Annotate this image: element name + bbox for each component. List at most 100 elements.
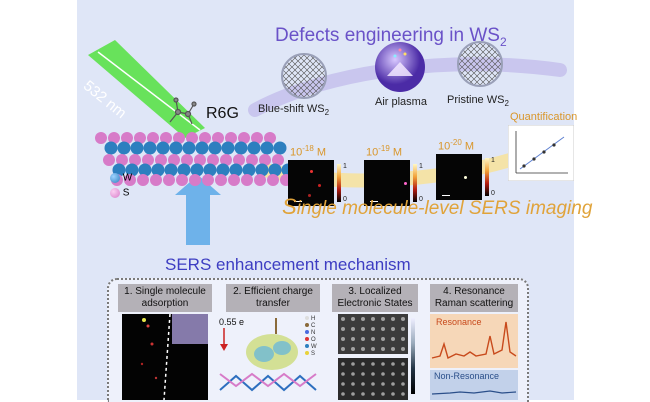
atom-spot xyxy=(361,347,365,351)
w-atom xyxy=(169,141,183,155)
heatmap-2-concentration: 10-19 M xyxy=(366,145,402,159)
heatmap-scale-bar xyxy=(294,201,302,202)
s-atom xyxy=(241,174,253,186)
w-atom xyxy=(268,163,282,177)
w-atom xyxy=(117,141,131,155)
element-legend-item: O xyxy=(305,337,317,344)
colorbar-min: 0 xyxy=(491,190,495,197)
atom-spot xyxy=(391,317,395,321)
atom-spot xyxy=(381,327,385,331)
non-resonance-label: Non-Resonance xyxy=(434,371,500,381)
resonance-label: Resonance xyxy=(436,317,482,327)
colorbar-max: 1 xyxy=(491,157,495,164)
w-atom xyxy=(182,141,196,155)
atom-spot xyxy=(371,372,375,376)
s-atom xyxy=(207,154,219,166)
s-atom xyxy=(220,154,232,166)
conc-exp: -18 xyxy=(302,144,314,153)
s-atom xyxy=(150,174,162,186)
air-plasma-label: Air plasma xyxy=(375,96,427,108)
s-atom xyxy=(155,154,167,166)
atom-spot xyxy=(371,327,375,331)
s-atom xyxy=(163,174,175,186)
element-dot-icon xyxy=(305,316,309,320)
atom-spot xyxy=(381,382,385,386)
atom-spot xyxy=(341,337,345,341)
w-atom xyxy=(151,163,165,177)
atom-spot xyxy=(341,317,345,321)
w-atom xyxy=(130,141,144,155)
w-atom xyxy=(190,163,204,177)
panel-2-title: 2. Efficient charge transfer xyxy=(226,284,320,312)
atom-spot xyxy=(351,347,355,351)
defects-title-text: Defects engineering in WS xyxy=(275,25,500,46)
s-atom xyxy=(181,154,193,166)
s-atom xyxy=(168,154,180,166)
w-atom xyxy=(203,163,217,177)
panel-4-image xyxy=(430,314,518,400)
conc-unit: M xyxy=(392,146,403,159)
s-atom xyxy=(212,132,224,144)
conc-unit: M xyxy=(316,146,327,159)
heatmap-2 xyxy=(364,160,410,206)
atom-spot xyxy=(391,372,395,376)
element-symbol: W xyxy=(311,344,317,350)
down-arrow xyxy=(175,175,221,245)
atom-spot xyxy=(371,347,375,351)
atom-spot xyxy=(401,337,405,341)
w-atom xyxy=(104,141,118,155)
w-atom xyxy=(247,141,261,155)
element-symbol: O xyxy=(311,337,316,343)
defects-title: Defects engineering in WS2 xyxy=(275,26,507,48)
atom-spot xyxy=(341,392,345,396)
atom-spot xyxy=(361,327,365,331)
s-atom xyxy=(267,174,279,186)
atom-spot xyxy=(381,347,385,351)
atom-spot xyxy=(391,337,395,341)
heatmap-hotspot xyxy=(318,184,321,187)
blue-shift-label: Blue-shift WS2 xyxy=(258,104,329,117)
s-atom xyxy=(233,154,245,166)
heatmap-hotspot xyxy=(310,170,313,173)
panel-3-title: 3. Localized Electronic States xyxy=(332,284,418,312)
element-legend-item: C xyxy=(305,323,317,330)
s-atom xyxy=(254,174,266,186)
atom-spot xyxy=(361,372,365,376)
s-atom xyxy=(238,132,250,144)
atom-spot xyxy=(371,382,375,386)
atom-spot xyxy=(401,317,405,321)
s-atom xyxy=(137,174,149,186)
w-atom xyxy=(208,141,222,155)
w-atom xyxy=(143,141,157,155)
atom-spot xyxy=(371,362,375,366)
s-atom xyxy=(95,132,107,144)
atom-spot xyxy=(371,317,375,321)
atom-spot xyxy=(351,382,355,386)
heatmap-1-colorbar xyxy=(337,164,341,202)
s-atom xyxy=(215,174,227,186)
legend-w-label: W xyxy=(122,172,133,184)
heatmap-scale-bar xyxy=(442,195,450,196)
s-atom xyxy=(129,154,141,166)
atom-spot xyxy=(401,362,405,366)
heatmap-2-colorbar xyxy=(413,164,417,202)
w-atom xyxy=(273,141,287,155)
w-atom xyxy=(195,141,209,155)
atom-spot xyxy=(351,392,355,396)
quantification-plot xyxy=(508,125,574,181)
s-atom xyxy=(246,154,258,166)
s-atom xyxy=(228,174,240,186)
atom-spot xyxy=(391,362,395,366)
element-symbol: H xyxy=(311,316,316,322)
s-atom xyxy=(147,132,159,144)
sers-mechanism-title: SERS enhancement mechanism xyxy=(165,255,411,274)
heatmap-hotspot xyxy=(308,194,311,197)
atom-spot xyxy=(401,327,405,331)
atom-spot xyxy=(341,382,345,386)
panel-2-image xyxy=(219,318,317,392)
colorbar-min: 0 xyxy=(343,196,347,203)
atom-spot xyxy=(351,317,355,321)
s-atom xyxy=(108,132,120,144)
s-atom xyxy=(142,154,154,166)
s-atom xyxy=(194,154,206,166)
